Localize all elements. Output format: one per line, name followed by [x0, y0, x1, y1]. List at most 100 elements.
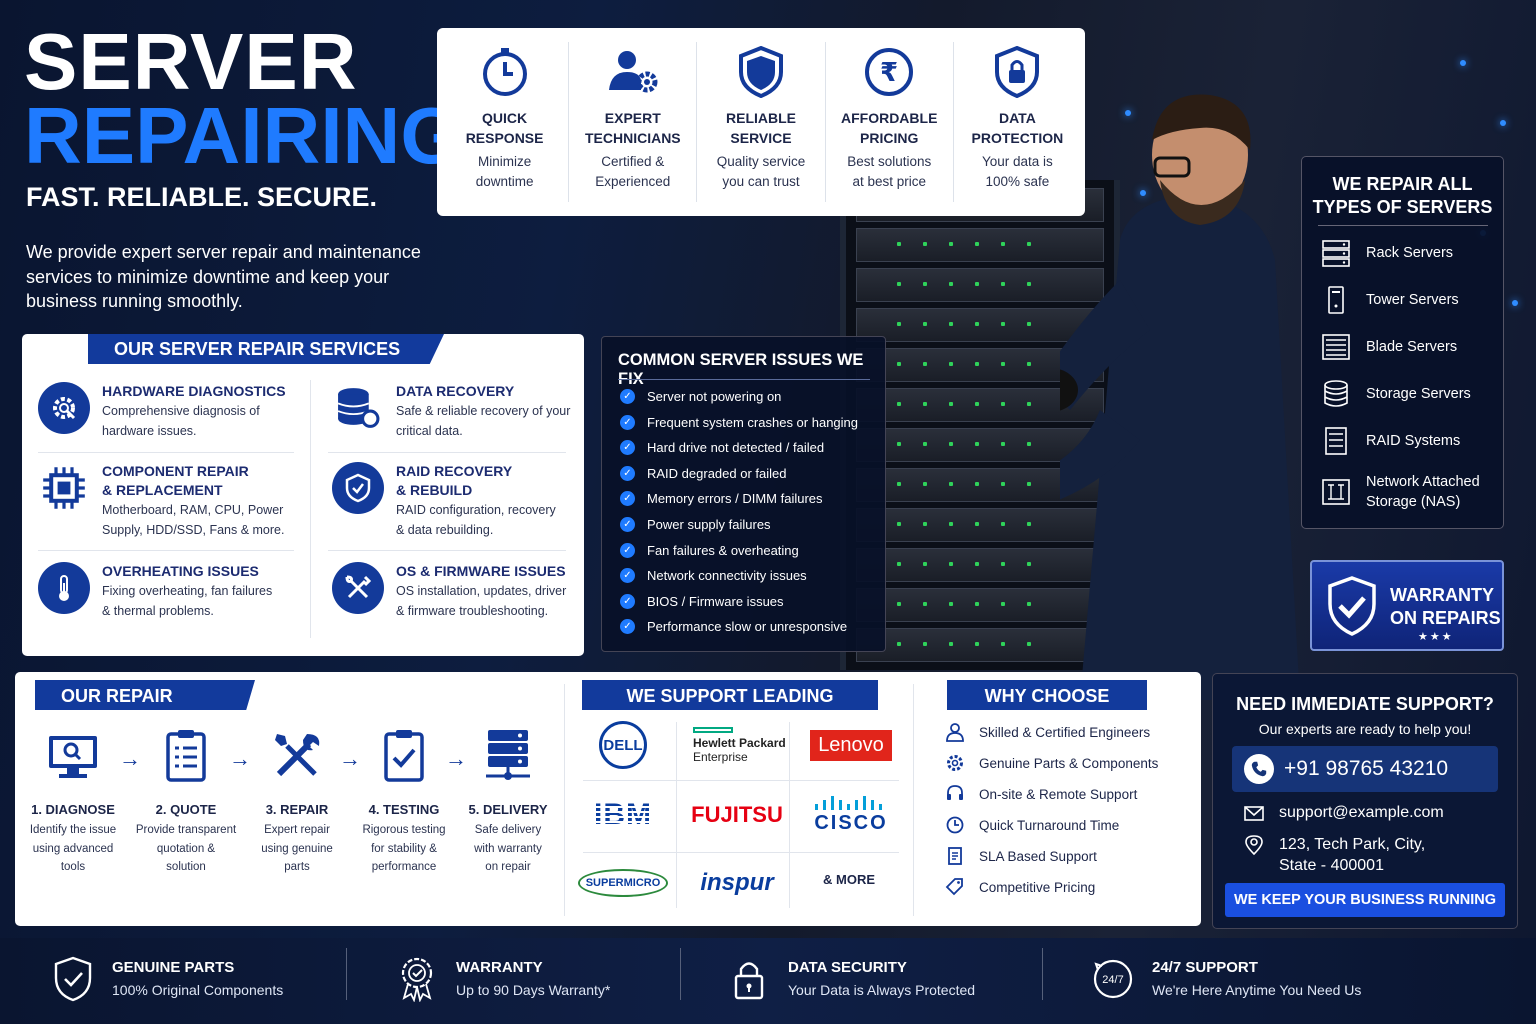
arrow-icon: →	[229, 746, 251, 771]
page-title-line1: SERVER	[24, 17, 358, 106]
step-desc: parts	[284, 861, 310, 873]
chip-icon	[38, 462, 90, 514]
user-icon	[946, 723, 964, 742]
why-item-label: On-site & Remote Support	[979, 786, 1138, 802]
service-desc: Comprehensive diagnosis of	[102, 404, 260, 418]
why-item: Skilled & Certified Engineers	[945, 722, 1150, 742]
brand-inspur-logo: inspur	[685, 856, 789, 910]
mail-icon	[1244, 806, 1264, 821]
email-text: support@example.com	[1279, 804, 1444, 821]
clock-icon	[482, 48, 527, 96]
arrow-icon: →	[119, 746, 141, 771]
step-desc: performance	[371, 861, 437, 873]
support-panel: NEED IMMEDIATE SUPPORT? Our experts are …	[1212, 673, 1518, 929]
rupee-icon: ₹	[865, 48, 914, 96]
footer-title: DATA SECURITY	[788, 959, 907, 976]
server-type-item: Blade Servers	[1320, 331, 1457, 363]
process-step-quote: 2. QUOTE Provide transparent quotation &…	[130, 728, 242, 877]
service-title: RAID RECOVERY	[396, 463, 513, 479]
shield-check-icon	[1328, 576, 1376, 636]
feature-desc: Best solutions	[847, 154, 932, 169]
warranty-line1: WARRANTY	[1390, 585, 1494, 605]
issue-item: ✓Performance slow or unresponsive	[620, 619, 847, 635]
issue-item: ✓BIOS / Firmware issues	[620, 593, 784, 609]
footer-title: GENUINE PARTS	[112, 959, 235, 976]
step-label: 1. DIAGNOSE	[31, 802, 115, 817]
brand-cisco-text: CISCO	[814, 811, 888, 834]
features-card: QUICK RESPONSE Minimize downtime EXPERT …	[437, 28, 1085, 216]
wrench-screwdriver-icon	[275, 734, 320, 777]
check-icon: ✓	[620, 389, 635, 404]
status-light	[1460, 60, 1466, 66]
clipboard-list-icon	[166, 730, 206, 782]
server-type-label: Storage (NAS)	[1366, 494, 1461, 510]
feature-title: AFFORDABLE	[840, 110, 938, 126]
rack-unit	[856, 628, 1104, 662]
step-desc: quotation &	[156, 842, 216, 855]
process-step-delivery: 5. DELIVERY Safe delivery with warranty …	[452, 728, 564, 877]
step-label: 4. TESTING	[368, 802, 440, 817]
warranty-badge: WARRANTY ON REPAIRS ★★★	[1310, 560, 1504, 651]
step-desc: Rigorous testing	[362, 824, 446, 836]
why-item: Genuine Parts & Components	[945, 753, 1158, 773]
server-type-label: Rack Servers	[1366, 245, 1454, 261]
shield-check-icon	[54, 956, 92, 1002]
email-link[interactable]: support@example.com	[1243, 802, 1444, 824]
brand-cisco-logo: CISCO	[799, 788, 903, 842]
arrow-icon: →	[339, 746, 361, 771]
award-badge-icon	[401, 957, 433, 1002]
rack-unit	[856, 428, 1104, 462]
status-light	[1125, 110, 1131, 116]
process-brands-why-card: OUR REPAIR PROCESS WE SUPPORT LEADING BR…	[15, 672, 1201, 926]
page-title-line2: REPAIRING	[24, 91, 463, 180]
service-hardware-diagnostics: HARDWARE DIAGNOSTICS Comprehensive diagn…	[38, 382, 298, 441]
brand-ibm-text: IBM	[594, 798, 652, 831]
shield-check-icon	[332, 462, 384, 514]
check-icon: ✓	[620, 542, 635, 558]
business-running-button[interactable]: WE KEEP YOUR BUSINESS RUNNING	[1225, 883, 1505, 917]
service-component-repair: COMPONENT REPAIR & REPLACEMENT Motherboa…	[38, 462, 298, 540]
why-item-label: SLA Based Support	[979, 848, 1097, 864]
issue-label: Hard drive not detected / failed	[647, 440, 825, 456]
storage-server-icon	[1324, 380, 1348, 407]
brand-hpe-logo: Hewlett Packard Enterprise	[685, 718, 789, 772]
monitor-search-icon	[49, 736, 97, 778]
nas-icon	[1322, 479, 1350, 505]
service-title: OS & FIRMWARE ISSUES	[396, 563, 566, 579]
why-item-label: Genuine Parts & Components	[979, 755, 1159, 771]
arrow-icon: →	[445, 746, 467, 771]
service-raid-recovery: RAID RECOVERY & REBUILD RAID configurati…	[332, 462, 592, 540]
step-desc: with warranty	[474, 842, 542, 855]
why-item-label: Skilled & Certified Engineers	[979, 724, 1151, 740]
server-types-title-line1: WE REPAIR ALL	[1332, 174, 1473, 194]
clock-icon	[946, 816, 964, 834]
step-label: 2. QUOTE	[155, 802, 217, 817]
process-step-testing: 4. TESTING Rigorous testing for stabilit…	[348, 728, 460, 877]
feature-desc: at best price	[852, 174, 926, 189]
feature-desc: downtime	[475, 174, 534, 189]
service-title: & REBUILD	[396, 482, 473, 498]
server-network-icon	[486, 730, 530, 780]
issue-item: ✓Fan failures & overheating	[620, 542, 799, 558]
feature-desc: Certified &	[601, 154, 665, 169]
feature-title: PROTECTION	[971, 130, 1064, 146]
lock-shield-icon	[995, 46, 1040, 98]
why-item: On-site & Remote Support	[945, 784, 1137, 804]
why-item-label: Quick Turnaround Time	[979, 817, 1120, 833]
feature-title: TECHNICIANS	[584, 130, 681, 146]
phone-number: +91 98765 43210	[1284, 757, 1449, 780]
feature-desc: you can trust	[722, 174, 800, 189]
step-desc: for stability &	[371, 842, 437, 855]
services-card: OUR SERVER REPAIR SERVICES HARDWARE DIAG…	[22, 334, 584, 656]
server-type-label: RAID Systems	[1366, 433, 1461, 449]
feature-desc: Experienced	[595, 174, 671, 189]
feature-desc: Quality service	[716, 154, 806, 169]
footer-sub: Up to 90 Days Warranty*	[456, 982, 611, 998]
brand-lenovo-text: Lenovo	[810, 729, 892, 761]
phone-link[interactable]: +91 98765 43210	[1232, 746, 1498, 792]
step-desc: Safe delivery	[474, 824, 542, 836]
service-overheating: OVERHEATING ISSUES Fixing overheating, f…	[38, 562, 298, 621]
